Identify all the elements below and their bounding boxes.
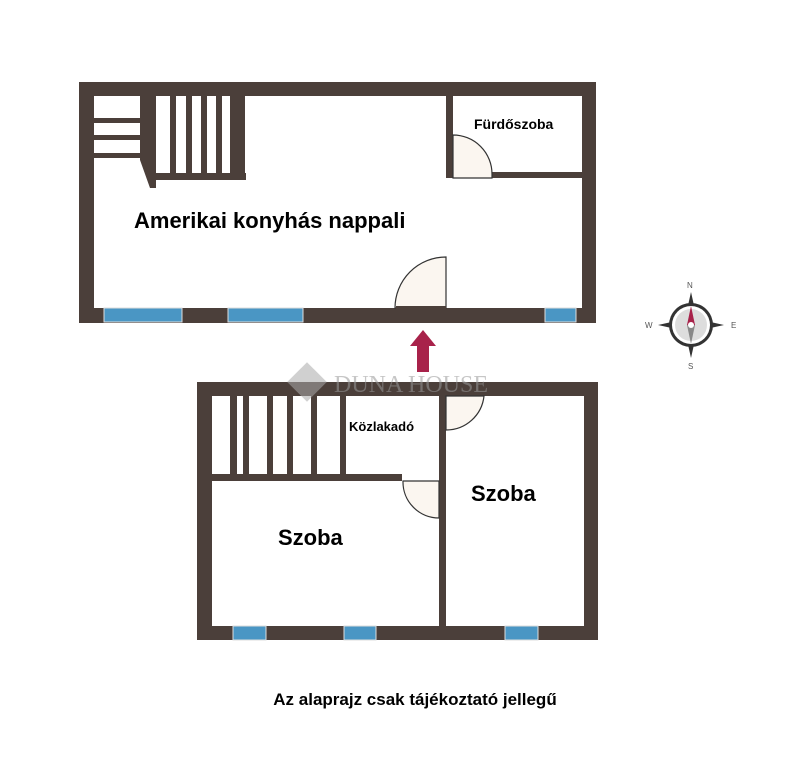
stair-direction-arrow-icon: [410, 330, 436, 372]
window: [504, 625, 539, 641]
bathroom-wall: [492, 172, 582, 178]
room-label-hallway: Közlakadó: [349, 419, 414, 434]
compass-icon: N E S W: [645, 281, 736, 371]
window: [343, 625, 377, 641]
disclaimer-caption: Az alaprajz csak tájékoztató jellegű: [273, 690, 557, 709]
bathroom-door[interactable]: [452, 134, 493, 179]
hallway-door[interactable]: [445, 395, 485, 431]
window: [227, 307, 304, 323]
room-door[interactable]: [402, 480, 440, 519]
bathroom-wall: [446, 96, 453, 178]
entry-door[interactable]: [394, 256, 447, 309]
svg-text:DUNA HOUSE: DUNA HOUSE: [334, 372, 488, 398]
svg-text:S: S: [688, 362, 693, 371]
upper-floor: Amerikai konyhás nappali Fürdőszoba: [79, 82, 596, 323]
room-label-bathroom: Fürdőszoba: [474, 116, 554, 132]
window: [544, 307, 577, 323]
room-label-room-left: Szoba: [278, 525, 344, 550]
partition-wall: [340, 396, 346, 476]
room-label-living: Amerikai konyhás nappali: [134, 208, 405, 233]
room-label-room-right: Szoba: [471, 481, 537, 506]
window: [232, 625, 267, 641]
duna-house-watermark: DUNA HOUSE: [287, 362, 488, 402]
window: [103, 307, 183, 323]
svg-text:N: N: [687, 281, 693, 290]
svg-text:W: W: [645, 321, 653, 330]
partition-wall: [212, 474, 402, 481]
upper-stairs: [94, 96, 246, 188]
lower-stairs: [230, 396, 317, 474]
lower-floor: Közlakadó Szoba Szoba: [197, 382, 598, 641]
svg-text:E: E: [731, 321, 736, 330]
partition-wall: [439, 396, 446, 626]
